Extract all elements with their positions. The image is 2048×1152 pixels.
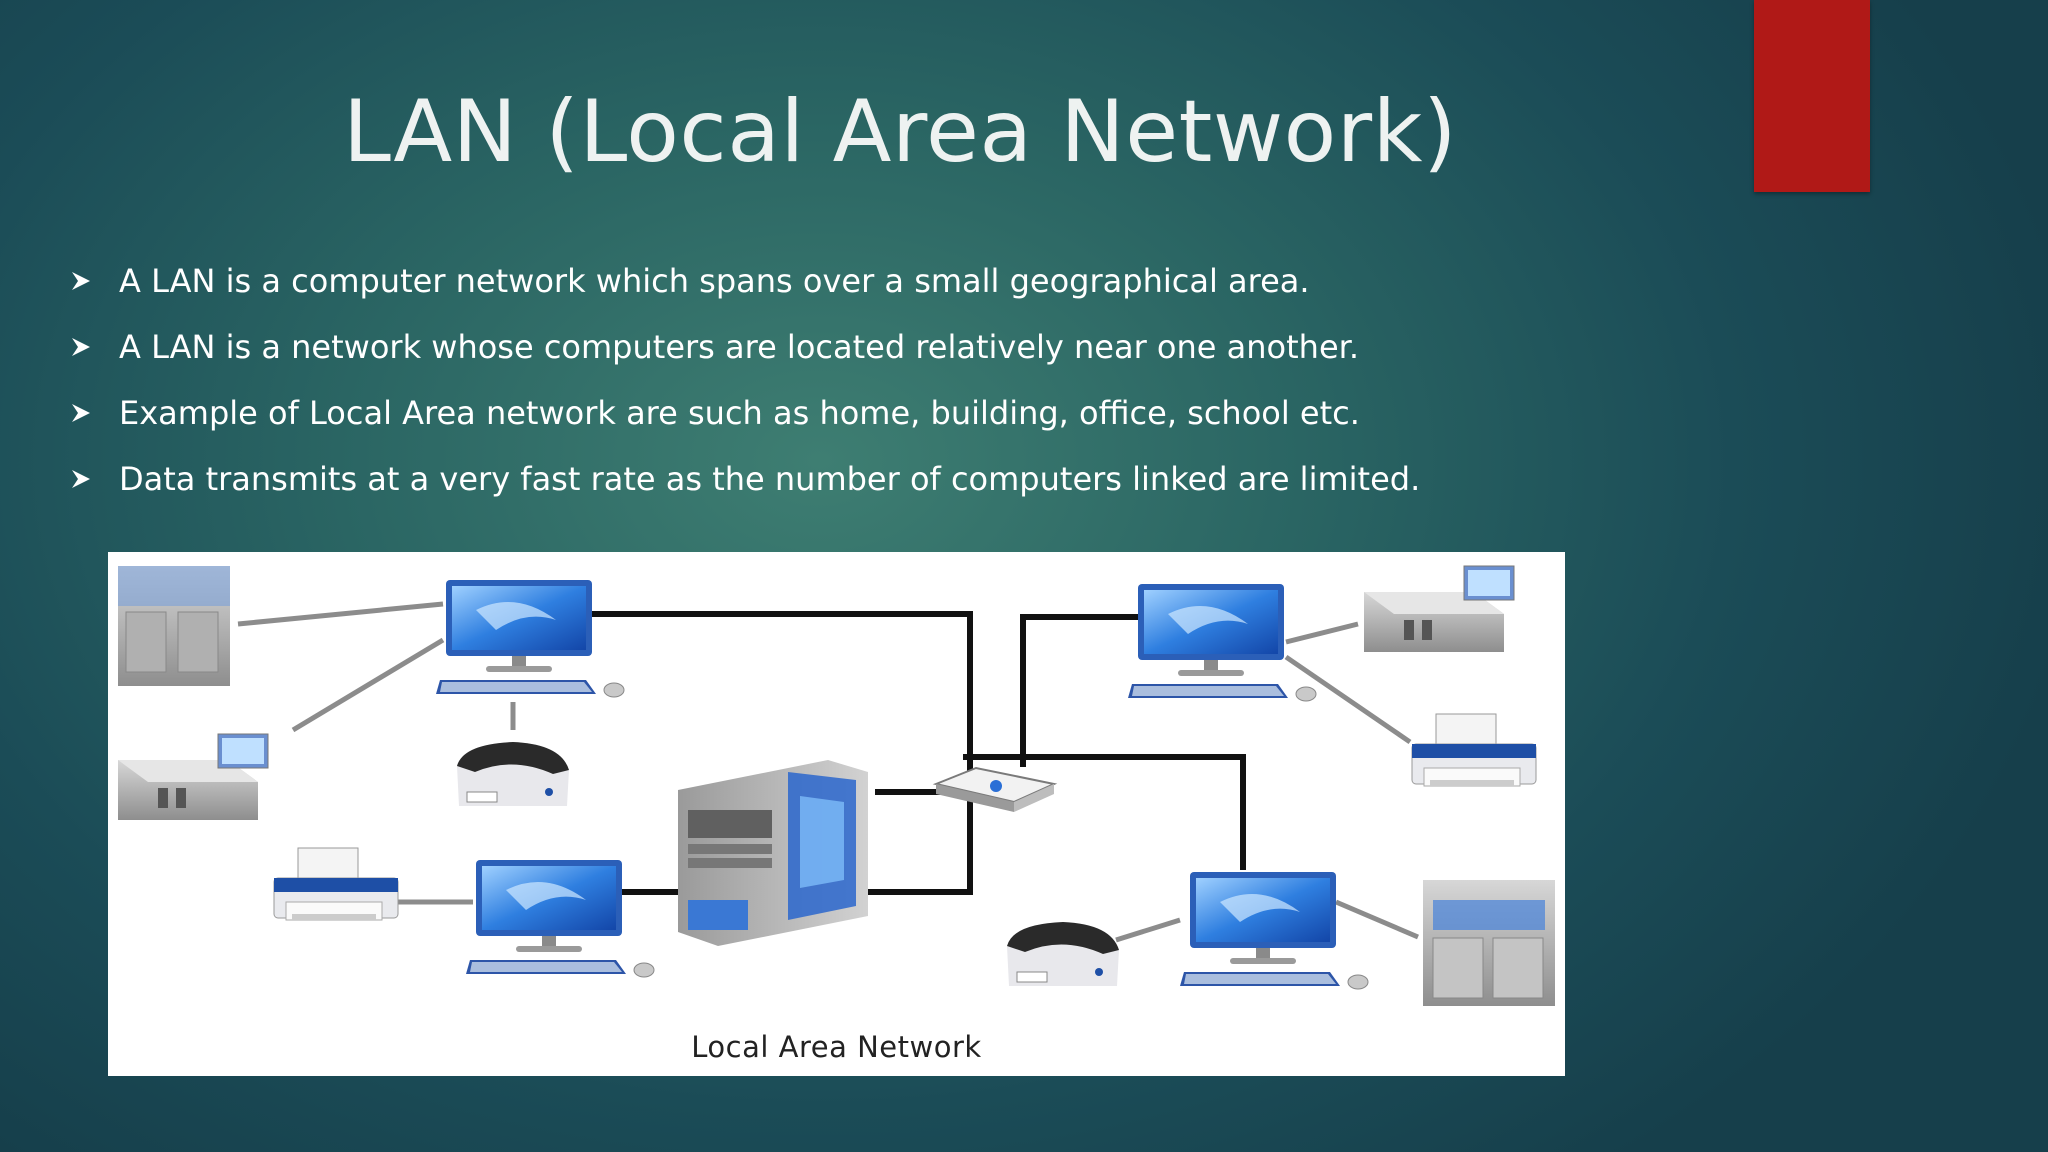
mainframe-icon [118, 566, 230, 686]
arrow-bullet-icon [70, 402, 119, 424]
bullet-list: A LAN is a computer network which spans … [70, 248, 1420, 512]
router-icon [932, 766, 1058, 812]
printer-icon [273, 847, 399, 921]
bullet-text: A LAN is a computer network which spans … [119, 262, 1310, 300]
printer-icon [456, 741, 570, 807]
printer-icon [1411, 713, 1537, 787]
lan-diagram-image: Local Area Network [108, 552, 1565, 1076]
bullet-item: Data transmits at a very fast rate as th… [70, 446, 1420, 512]
bullet-text: Example of Local Area network are such a… [119, 394, 1360, 432]
server-icon [678, 760, 868, 946]
mainframe-icon [117, 733, 269, 821]
figure-caption: Local Area Network [691, 1030, 982, 1064]
desktop-computer-icon [1179, 871, 1369, 990]
desktop-computer-icon [435, 579, 625, 698]
bullet-item: A LAN is a computer network which spans … [70, 248, 1420, 314]
arrow-bullet-icon [70, 336, 119, 358]
bullet-item: A LAN is a network whose computers are l… [70, 314, 1420, 380]
bullet-text: Data transmits at a very fast rate as th… [119, 460, 1421, 498]
desktop-computer-icon [465, 859, 655, 978]
arrow-bullet-icon [70, 468, 119, 490]
printer-icon [1006, 921, 1120, 987]
red-accent-bar [1754, 0, 1870, 192]
peripheral-links [237, 601, 1419, 943]
lan-diagram [117, 565, 1555, 1006]
mainframe-icon [1423, 880, 1555, 1006]
mainframe-icon [1363, 565, 1515, 653]
bullet-text: A LAN is a network whose computers are l… [119, 328, 1360, 366]
arrow-bullet-icon [70, 270, 119, 292]
slide-title: LAN (Local Area Network) [342, 82, 1458, 182]
bullet-item: Example of Local Area network are such a… [70, 380, 1420, 446]
